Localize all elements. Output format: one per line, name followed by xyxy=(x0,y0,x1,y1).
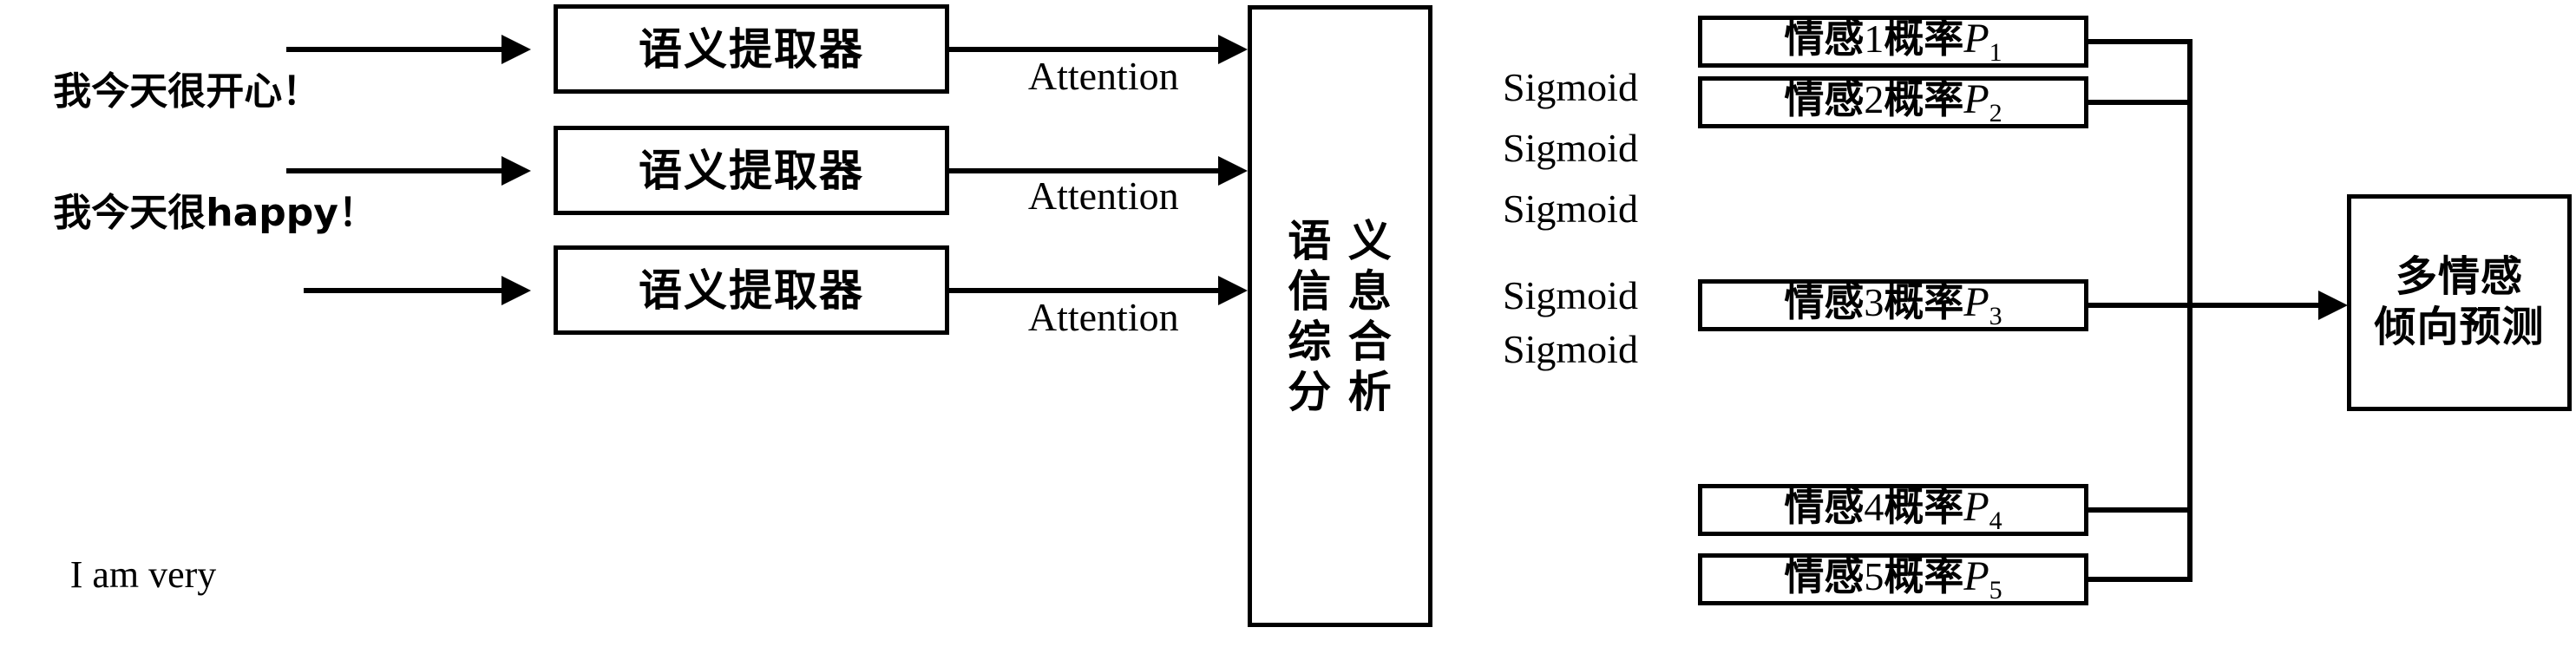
sigmoid-label-5-text: Sigmoid xyxy=(1503,326,1638,371)
input-text-2-line1: 我今天很happy！ xyxy=(53,191,377,236)
semantic-extractor-box-2[interactable]: 语义提取器 xyxy=(554,126,949,215)
probability-label-2-prefix: 情感 xyxy=(1784,75,1865,122)
sigmoid-label-1: Sigmoid xyxy=(1451,20,1650,154)
probability-label-3-prefix: 情感 xyxy=(1784,278,1865,325)
attention-label-1-text: Attention xyxy=(1027,53,1179,98)
probability-label-2-symbol: P xyxy=(1963,75,1989,122)
fusion-label-line-3: 综 合 xyxy=(1288,316,1393,367)
input-text-3: I am very happy today ! xyxy=(0,453,286,647)
probability-label-5-subscript: 5 xyxy=(1989,575,2002,605)
sigmoid-label-1-text: Sigmoid xyxy=(1503,64,1638,109)
probability-label-4-symbol: P xyxy=(1963,483,1989,530)
fusion-label-line-2: 信 息 xyxy=(1288,265,1393,317)
probability-box-2[interactable]: 情感2概率P2 xyxy=(1698,76,2088,128)
probability-label-5-symbol: P xyxy=(1963,552,1989,599)
attention-label-2: Attention xyxy=(963,128,1206,263)
input-text-1: 我今天很开心！ xyxy=(0,28,320,156)
probability-label-4-prefix: 情感 xyxy=(1784,482,1865,530)
sigmoid-label-5: Sigmoid xyxy=(1451,282,1650,416)
arrow-input-2-head xyxy=(501,156,531,186)
attention-label-1: Attention xyxy=(963,9,1206,143)
output-prediction-box[interactable]: 多情感 倾向预测 xyxy=(2347,194,2572,411)
semantic-extractor-label-3: 语义提取器 xyxy=(639,265,864,316)
sigmoid-label-4-text: Sigmoid xyxy=(1503,272,1638,317)
arrow-input-2-line xyxy=(286,168,503,173)
arrow-input-3-line xyxy=(304,288,503,293)
arrow-input-1-line xyxy=(286,47,503,52)
probability-label-2-middle: 概率 xyxy=(1884,75,1964,122)
probability-box-1[interactable]: 情感1概率P1 xyxy=(1698,16,2088,68)
arrow-output-head xyxy=(2318,291,2348,320)
arrow-input-3-head xyxy=(501,276,531,305)
probability-label-2-subscript: 2 xyxy=(1989,98,2002,127)
attention-label-3-text: Attention xyxy=(1027,294,1179,339)
attention-label-2-text: Attention xyxy=(1027,173,1179,218)
semantic-extractor-box-3[interactable]: 语义提取器 xyxy=(554,245,949,335)
fusion-analysis-label: 语 义 信 息 综 合 分 析 xyxy=(1288,218,1392,415)
collector-line-1 xyxy=(2088,39,2193,44)
sigmoid-label-2: Sigmoid xyxy=(1451,81,1650,215)
arrow-output-line xyxy=(2187,303,2326,308)
output-prediction-label: 多情感 倾向预测 xyxy=(2374,252,2545,351)
arrow-attention-1-head xyxy=(1218,35,1248,64)
probability-label-3-symbol: P xyxy=(1963,278,1989,325)
input-text-1-line1: 我今天很开心！ xyxy=(53,69,321,114)
arrow-attention-2-head xyxy=(1218,156,1248,186)
probability-box-5[interactable]: 情感5概率P5 xyxy=(1698,553,2088,605)
probability-label-5: 情感5概率P5 xyxy=(1784,552,2002,605)
probability-label-1-index: 1 xyxy=(1864,16,1884,61)
collector-line-3 xyxy=(2088,303,2193,308)
collector-line-5 xyxy=(2088,577,2193,582)
sigmoid-label-3: Sigmoid xyxy=(1451,141,1650,276)
fusion-label-line-1: 语 义 xyxy=(1288,215,1393,266)
probability-label-5-prefix: 情感 xyxy=(1784,552,1865,599)
probability-box-4[interactable]: 情感4概率P4 xyxy=(1698,484,2088,536)
input-text-3-line1: I am very xyxy=(69,552,217,596)
sigmoid-label-2-text: Sigmoid xyxy=(1503,125,1638,170)
collector-bus-line xyxy=(2187,39,2193,582)
probability-label-3: 情感3概率P3 xyxy=(1784,278,2002,331)
probability-label-2: 情感2概率P2 xyxy=(1784,75,2002,128)
output-label-line-1: 多情感 xyxy=(2395,252,2523,302)
probability-label-1-middle: 概率 xyxy=(1884,14,1964,62)
arrow-attention-2-line xyxy=(949,168,1227,173)
probability-label-5-index: 5 xyxy=(1864,553,1884,598)
arrow-input-1-head xyxy=(501,35,531,64)
probability-label-5-middle: 概率 xyxy=(1884,552,1964,599)
sigmoid-label-3-text: Sigmoid xyxy=(1503,186,1638,231)
probability-label-3-middle: 概率 xyxy=(1884,278,1964,325)
arrow-attention-3-line xyxy=(949,288,1227,293)
probability-label-4-subscript: 4 xyxy=(1989,506,2002,535)
probability-label-1-subscript: 1 xyxy=(1989,37,2002,67)
semantic-extractor-box-1[interactable]: 语义提取器 xyxy=(554,4,949,94)
output-label-line-2: 倾向预测 xyxy=(2374,303,2545,351)
probability-label-3-index: 3 xyxy=(1864,279,1884,324)
probability-label-2-index: 2 xyxy=(1864,76,1884,121)
sigmoid-label-4: Sigmoid xyxy=(1451,228,1650,363)
probability-box-3[interactable]: 情感3概率P3 xyxy=(1698,279,2088,331)
arrow-attention-1-line xyxy=(949,47,1227,52)
collector-line-4 xyxy=(2088,507,2193,513)
collector-line-2 xyxy=(2088,100,2193,105)
probability-label-3-subscript: 3 xyxy=(1989,301,2002,330)
attention-label-3: Attention xyxy=(963,250,1206,384)
input-text-2: 我今天很happy！ xyxy=(0,149,377,278)
semantic-extractor-label-2: 语义提取器 xyxy=(639,145,864,196)
arrow-attention-3-head xyxy=(1218,276,1248,305)
semantic-extractor-label-1: 语义提取器 xyxy=(639,23,864,75)
probability-label-4-index: 4 xyxy=(1864,484,1884,529)
probability-label-1: 情感1概率P1 xyxy=(1784,16,2002,68)
probability-label-1-symbol: P xyxy=(1963,15,1989,62)
probability-label-1-prefix: 情感 xyxy=(1784,14,1865,62)
probability-label-4-middle: 概率 xyxy=(1884,482,1964,530)
fusion-analysis-box[interactable]: 语 义 信 息 综 合 分 析 xyxy=(1248,5,1432,627)
fusion-label-line-4: 分 析 xyxy=(1288,366,1393,417)
probability-label-4: 情感4概率P4 xyxy=(1784,482,2002,536)
